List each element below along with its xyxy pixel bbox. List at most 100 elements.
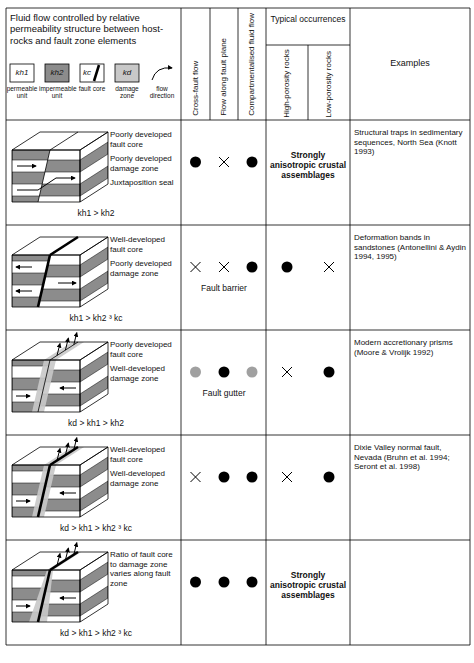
grey-dot [190,367,201,378]
legend-text: permeable unit [4,85,40,100]
cross-symbol [219,262,229,272]
legend-sample [10,64,34,82]
permeability-relation: kd > kh1 > kh2 ³ kc [12,523,180,533]
block-outline [12,465,80,517]
flow-arrow [74,438,77,450]
fault-trace [38,570,50,622]
flow-arrow [16,501,30,502]
permeability-symbol: kd [115,68,139,78]
legend-samples [10,64,172,82]
impermeable-layer [12,540,80,552]
fault-core-sample [94,65,99,81]
impermeable-layer [80,223,108,253]
damage-zone [29,570,53,622]
hanging-wall-layers [12,330,80,414]
permeability-symbol: kh2 [45,68,69,78]
cross-symbol [191,472,201,482]
impermeable-layer [80,538,108,568]
legend-sample [80,64,104,82]
block-outline [12,255,80,307]
table-rule [6,645,470,646]
impermeable-layer [80,586,108,616]
flow-arrow [57,449,60,461]
filled-dot [219,577,230,588]
damage-zone [47,552,81,570]
flow-arrow [65,548,68,560]
impermeable-layer [80,142,108,172]
impermeable-layer [80,247,108,277]
impermeable-layer [12,330,80,342]
cross-symbol [219,157,229,167]
footwall-layers [12,112,80,196]
impermeable-layer [80,118,108,148]
table-rule [308,45,309,120]
damage-zone [44,342,84,360]
impermeable-layer [12,289,80,301]
impermeable-layer [12,532,80,544]
block-outline [80,237,108,307]
example-text: Structural traps in sedimentary sequence… [354,128,468,157]
legend-swatch [115,64,139,82]
block-outline [80,552,108,622]
seal-note: Juxtaposition seal [110,178,180,188]
symbol-layer [190,157,335,588]
flow-arrow [65,338,68,350]
legend-text: impermeable unit [39,85,75,100]
cross-symbol [282,472,292,482]
flow-arrow [16,396,30,397]
block-side-face [80,447,108,517]
filled-dot [247,577,258,588]
table-rule [6,8,7,645]
impermeable-layer [80,481,108,511]
damage-zone [44,447,84,465]
legend-box [80,64,104,82]
filled-dot [247,472,258,483]
legend-text: damage zone [109,85,145,100]
legend-text: flow direction [144,85,180,100]
table-rule [6,435,470,436]
legend-sample [152,68,172,80]
fault-core-note: Poorly developed fault core [110,340,180,359]
table-cell: Strongly anisotropic crustal assemblages [268,570,348,601]
column-heading: Cross-fault flow [191,12,201,116]
filled-dot [324,472,335,483]
fault-trace [38,150,50,202]
table-rule [6,225,470,226]
filled-dot [247,157,258,168]
filled-dot [247,262,258,273]
fault-block-diagram [12,94,108,208]
legend-swatch [10,64,34,82]
impermeable-layer [12,136,80,148]
fault-trace [38,360,50,412]
column-heading: Typical occurrences [268,14,348,24]
filled-dot [190,577,201,588]
cross-symbol [191,262,201,272]
damage-zone-note: Poorly developed damage zone [110,154,180,173]
flow-arrow [16,606,30,607]
table-rule [266,8,267,645]
block-side-face [80,237,108,307]
table-rule [470,8,471,645]
example-text: Dixie Valley normal fault, Nevada (Bruhn… [354,443,468,472]
impermeable-layer [12,427,80,439]
impermeable-layer [12,217,80,229]
column-heading: Fluid flow controlled by relative permea… [10,12,178,46]
block-outline [12,360,80,412]
table-rule [6,330,470,331]
flow-arrow [74,333,77,345]
permeability-symbol: kh1 [10,68,34,78]
impermeable-layer [12,124,80,136]
fault-trace [38,465,50,517]
filled-dot [219,367,230,378]
fault-zone-note: Ratio of fault core to damage zone varie… [110,550,180,588]
grey-dot [247,367,258,378]
table-cell: Strongly anisotropic crustal assemblages [268,150,348,181]
legend-text: fault core [74,85,110,92]
flow-arrow [16,291,32,292]
flow-arrow [57,344,60,356]
table-rule [238,8,239,120]
fault-core-note: Well-developed fault core [110,445,180,464]
flow-arrow [17,166,36,167]
